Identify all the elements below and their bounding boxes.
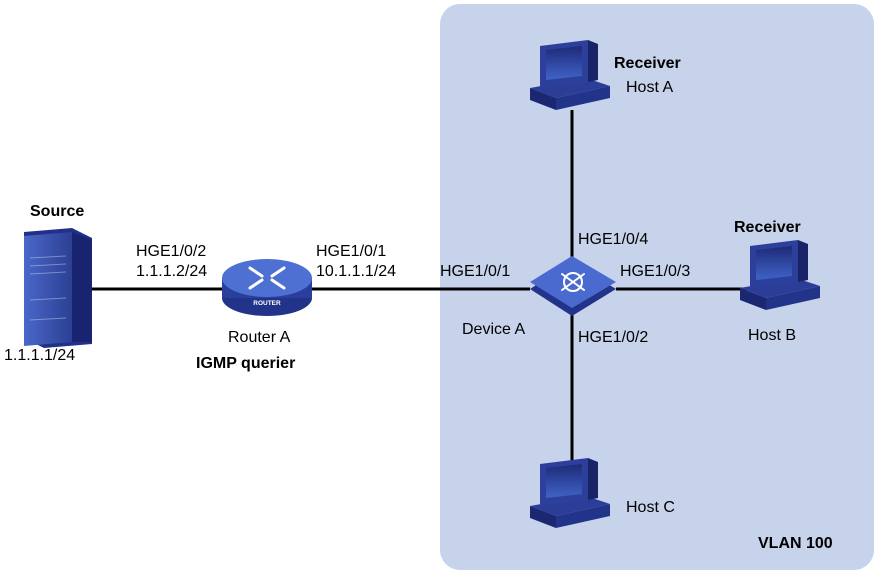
host-a-pc	[530, 40, 610, 110]
vlan-100-region	[440, 4, 874, 570]
server-icon	[24, 228, 92, 348]
source-ip: 1.1.1.1/24	[4, 347, 75, 364]
source-title: Source	[30, 203, 84, 220]
router-icon: ROUTER	[222, 259, 312, 316]
switch-icon	[530, 256, 616, 316]
host-c-pc	[530, 458, 610, 528]
device-name: Device A	[462, 321, 525, 338]
router-port-left: HGE1/0/2	[136, 243, 206, 260]
links	[92, 110, 750, 465]
host-a-role: Receiver	[614, 55, 681, 72]
host-a-name: Host A	[626, 79, 673, 96]
host-b-role: Receiver	[734, 219, 801, 236]
router-badge: ROUTER	[253, 300, 281, 307]
device-port-down: HGE1/0/2	[578, 329, 648, 346]
router-name: Router A	[228, 329, 291, 346]
host-b-pc	[740, 240, 820, 310]
device-port-right: HGE1/0/3	[620, 263, 690, 280]
router-port-right: HGE1/0/1	[316, 243, 386, 260]
host-b-name: Host B	[748, 327, 796, 344]
device-port-left: HGE1/0/1	[440, 263, 510, 280]
vlan-label: VLAN 100	[758, 535, 833, 552]
device-port-up: HGE1/0/4	[578, 231, 648, 248]
host-c-name: Host C	[626, 499, 675, 516]
router-ip-right: 10.1.1.1/24	[316, 263, 396, 280]
router-ip-left: 1.1.1.2/24	[136, 263, 207, 280]
router-role: IGMP querier	[196, 355, 295, 372]
